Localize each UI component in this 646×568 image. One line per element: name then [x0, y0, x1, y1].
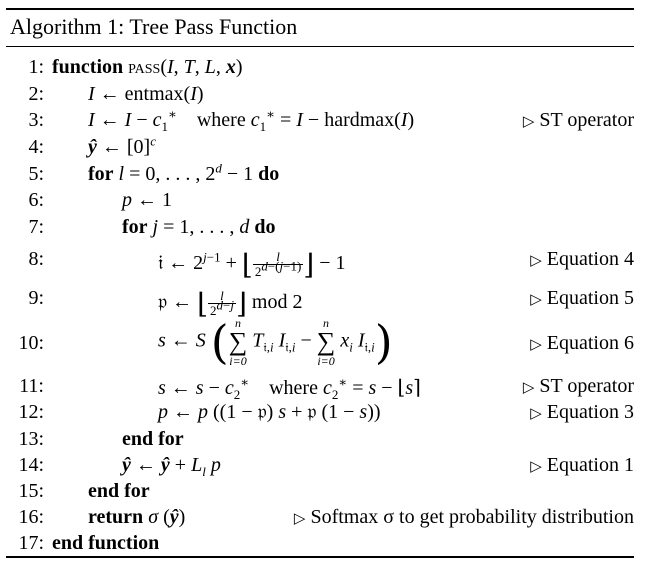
keyword-mod: mod — [251, 291, 288, 314]
line-number: 7: — [28, 216, 44, 238]
line-comment: ▷ Equation 5 — [530, 287, 634, 309]
line-number: 10: — [18, 332, 44, 354]
line-number: 2: — [28, 83, 44, 105]
line-number: 11: — [19, 375, 44, 397]
hardmax-op: hardmax — [324, 109, 395, 131]
line-number: 4: — [28, 136, 44, 158]
line-comment: ▷ Equation 4 — [530, 248, 634, 270]
caption-rule — [6, 46, 634, 47]
keyword-function: function — [52, 56, 124, 78]
comment-triangle-icon: ▷ — [293, 509, 306, 527]
line-number: 5: — [28, 163, 44, 185]
comment-triangle-icon: ▷ — [530, 457, 542, 475]
line-number: 6: — [28, 189, 44, 211]
line-number: 12: — [18, 401, 44, 423]
line-number: 15: — [18, 480, 44, 502]
line-code: p ← p ((1 − 𝔭) s + 𝔭 (1 − s)) — [158, 401, 381, 423]
keyword-for: for — [88, 163, 114, 185]
line-number: 3: — [28, 109, 44, 131]
line-code: I ← entmax(I) — [88, 83, 204, 105]
bottom-rule — [6, 556, 634, 558]
comment-triangle-icon: ▷ — [530, 290, 542, 308]
keyword-end-for: end for — [122, 428, 184, 450]
line-comment: ▷ ST operator — [522, 375, 634, 397]
line-code: p ← 1 — [122, 189, 172, 211]
keyword-where: where — [196, 109, 246, 131]
line-comment: ▷ Equation 3 — [530, 401, 634, 423]
line-number: 13: — [18, 428, 44, 450]
line-number: 8: — [28, 248, 44, 270]
line-comment: ▷ Softmax σ to get probability distribut… — [293, 506, 634, 528]
line-code: end function — [52, 532, 159, 555]
line-comment: ▷ ST operator — [522, 109, 634, 131]
keyword-for: for — [122, 216, 148, 238]
comment-triangle-icon: ▷ — [522, 378, 535, 396]
line-code: ŷ ← [0]c — [88, 133, 156, 158]
line-number: 1: — [28, 56, 44, 78]
line-code: function pass(I, T, L, x) — [52, 56, 243, 78]
line-code: for l = 0, . . . , 2d − 1 do — [88, 160, 280, 185]
line-comment: ▷ Equation 6 — [530, 332, 634, 354]
line-code: s ← s − c2∗ where c2∗ = s − ⌊s⌉ — [158, 374, 421, 402]
comment-triangle-icon: ▷ — [530, 335, 542, 353]
entmax-op: entmax — [124, 83, 184, 105]
function-name: pass — [128, 56, 161, 78]
top-rule — [6, 8, 634, 10]
line-number: 17: — [18, 532, 44, 554]
line-code: end for — [122, 428, 184, 451]
line-code: for j = 1, . . . , d do — [122, 216, 276, 238]
keyword-end-for: end for — [88, 480, 150, 502]
comment-triangle-icon: ▷ — [530, 404, 542, 422]
keyword-do: do — [254, 216, 276, 238]
keyword-where: where — [269, 377, 318, 399]
keyword-end-function: end function — [52, 532, 160, 554]
line-comment: ▷ Equation 1 — [530, 454, 634, 476]
line-code: return σ (ŷ) — [88, 506, 186, 528]
line-number: 14: — [18, 454, 44, 476]
comment-triangle-icon: ▷ — [522, 112, 535, 130]
line-code: I ← I − c1∗ where c1∗ = I − hardmax(I) — [88, 106, 415, 134]
line-code: end for — [88, 480, 150, 503]
line-code: s ← S (n∑i=0 T𝔦,i I𝔦,i − n∑i=0 xi I𝔦,i) — [158, 315, 393, 369]
line-number: 16: — [18, 506, 44, 528]
keyword-do: do — [258, 163, 280, 185]
line-code: ŷ ← ŷ + Ll p — [122, 454, 221, 479]
keyword-return: return — [88, 506, 144, 528]
algorithm-caption: Algorithm 1: Tree Pass Function — [10, 14, 298, 39]
line-number: 9: — [28, 287, 44, 309]
comment-triangle-icon: ▷ — [530, 251, 542, 269]
